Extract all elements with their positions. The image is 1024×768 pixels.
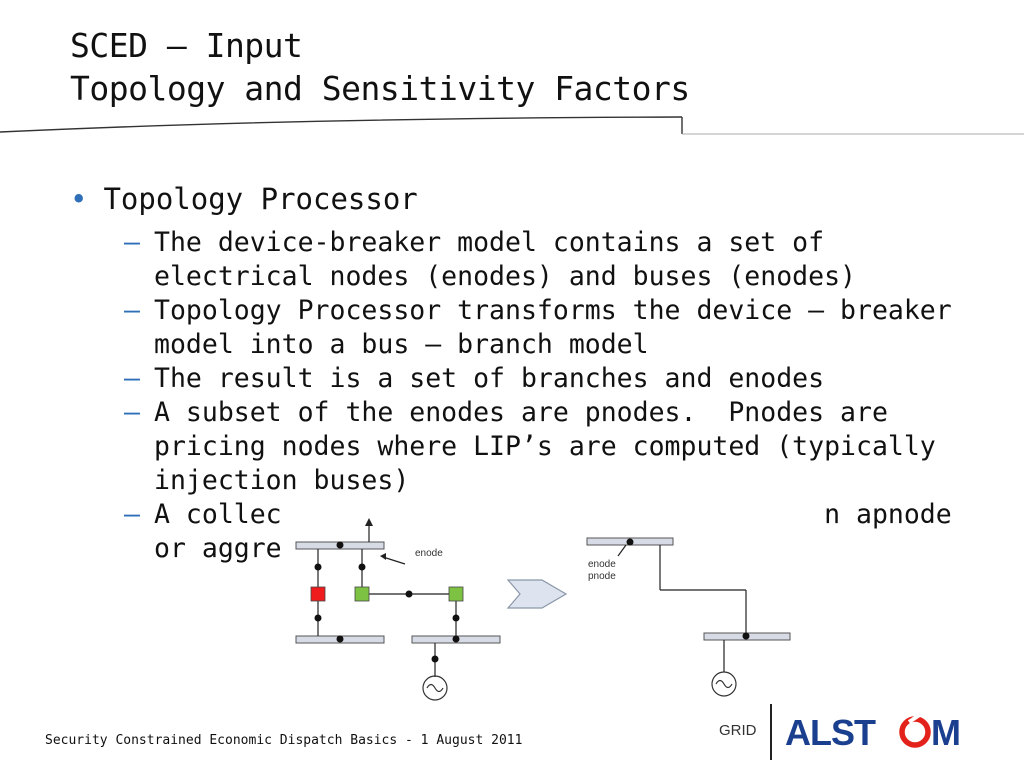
node-dot	[336, 541, 344, 549]
node-dot	[314, 614, 322, 622]
svg-text:M: M	[931, 712, 961, 753]
generator-icon	[711, 671, 737, 697]
subbullet-dash: –	[124, 227, 140, 258]
transform-arrow-icon	[506, 579, 568, 609]
bullet-text: Topology Processor	[103, 182, 418, 216]
svg-text:ALST: ALST	[785, 712, 876, 753]
bullet-dot: •	[70, 182, 88, 216]
node-dot	[405, 590, 413, 598]
subbullet-dash: –	[124, 499, 140, 530]
subbullet-item: –Topology Processor transforms the devic…	[124, 294, 954, 362]
node-dot	[431, 655, 439, 663]
subbullet-text: Topology Processor transforms the device…	[154, 295, 968, 360]
subbullet-text: The device-breaker model contains a set …	[154, 227, 856, 292]
subbullet-text: The result is a set of branches and enod…	[154, 363, 825, 394]
enode-label: enode	[588, 559, 616, 570]
pnode-label: pnode	[588, 571, 616, 582]
node-dot	[626, 538, 634, 546]
logo-divider	[770, 704, 772, 760]
subbullet-list: –The device-breaker model contains a set…	[124, 226, 954, 566]
title-divider	[0, 116, 1024, 135]
topology-diagram: enode enode pnode	[290, 512, 810, 712]
subbullet-text: A subset of the enodes are pnodes. Pnode…	[154, 397, 952, 496]
node-dot	[336, 635, 344, 643]
title-line-1: SCED – Input	[70, 26, 303, 65]
node-dot	[452, 614, 460, 622]
node-dot	[742, 632, 750, 640]
node-dot	[452, 635, 460, 643]
breaker-open	[310, 586, 326, 602]
grid-label: GRID	[719, 722, 757, 739]
subbullet-dash: –	[124, 397, 140, 428]
breaker-closed	[448, 586, 464, 602]
footer-text: Security Constrained Economic Dispatch B…	[45, 733, 523, 748]
subbullet-dash: –	[124, 295, 140, 326]
subbullet-item: –A collec n apnode or aggre	[124, 498, 954, 566]
alstom-logo: ALST M	[785, 712, 961, 753]
subbullet-item: –The device-breaker model contains a set…	[124, 226, 954, 294]
node-dot	[314, 563, 322, 571]
title-line-2: Topology and Sensitivity Factors	[70, 69, 690, 108]
subbullet-item: –A subset of the enodes are pnodes. Pnod…	[124, 396, 954, 498]
slide-title: SCED – Input Topology and Sensitivity Fa…	[70, 24, 690, 110]
enode-label: enode	[415, 548, 443, 559]
subbullet-dash: –	[124, 363, 140, 394]
breaker-closed	[354, 586, 370, 602]
node-dot	[358, 563, 366, 571]
bullet-topology-processor: • Topology Processor	[70, 182, 418, 216]
generator-icon	[422, 675, 448, 701]
subbullet-text: A collec n apnode or aggre	[154, 499, 952, 564]
subbullet-item: –The result is a set of branches and eno…	[124, 362, 954, 396]
